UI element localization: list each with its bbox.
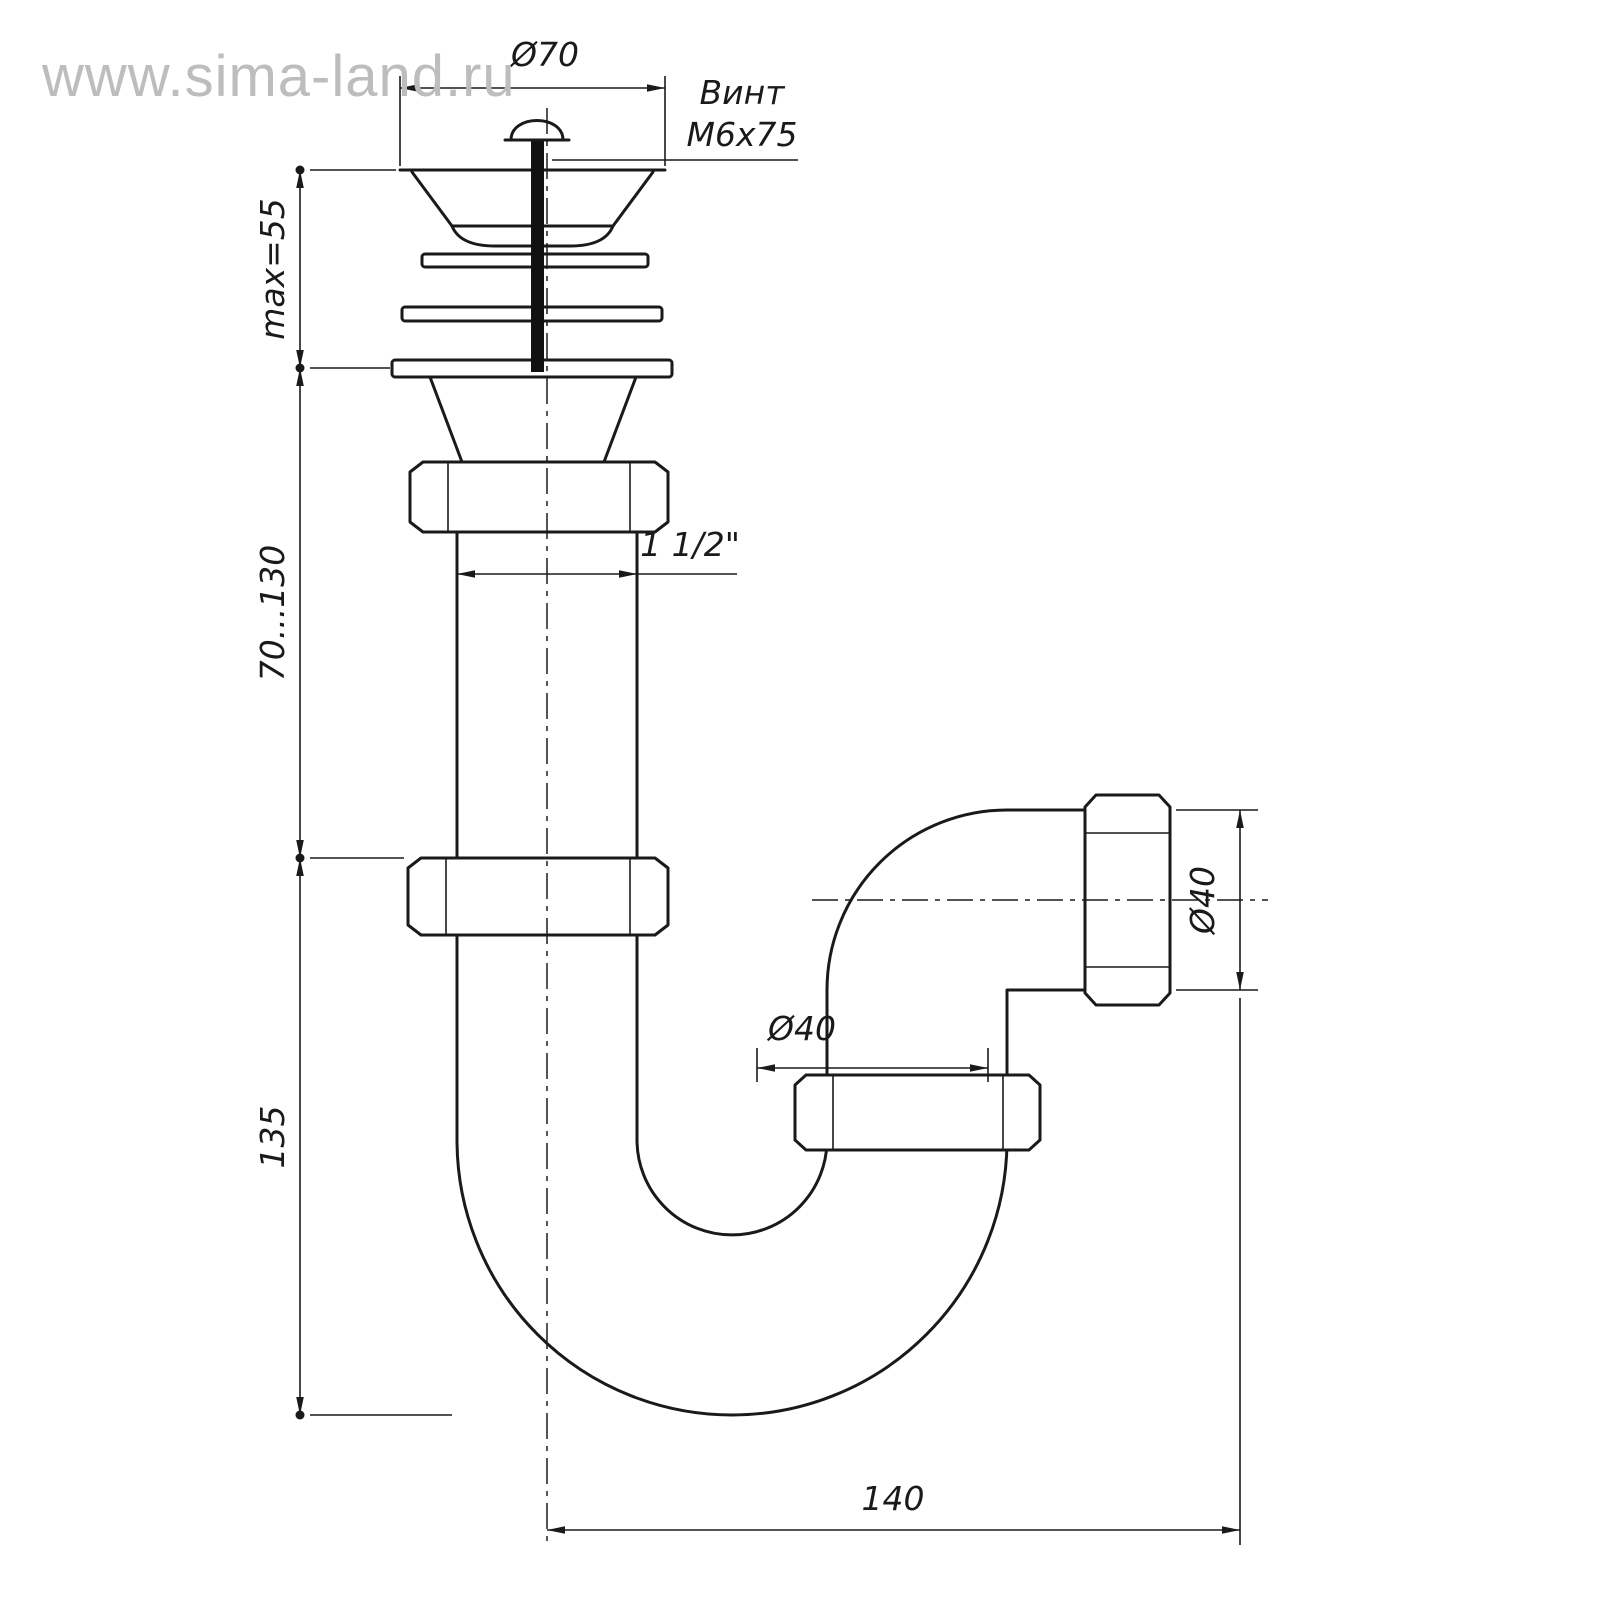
chain-dot [295,1410,305,1420]
screw-label-line2: М6х75 [687,115,798,154]
elbow-outer-edge [825,808,1087,1142]
dim-thread: 1 1/2" [457,525,740,578]
dim-outlet-diameter: Ø40 [1176,809,1258,991]
nut-body [793,1073,1042,1152]
body-left-slant [428,375,464,464]
nut-body [406,856,670,937]
dim-bottom-width-label: 140 [862,1479,925,1518]
screw-dome-head [509,119,565,142]
body-right-slant [602,375,638,464]
dim-top-diameter-label: Ø70 [509,35,579,74]
dim-left-chain: max=55 70...130 135 [253,165,452,1420]
watermark-text: www.sima-land.ru [41,44,516,109]
centerlines [546,108,1268,1545]
cup-left-slant [410,170,454,228]
upper-coupling-nut [408,460,670,534]
dim-trap-diameter: Ø40 [756,1009,989,1082]
trap-outlet-nut [793,1073,1042,1152]
tailpipe [455,530,639,860]
nut-body [408,460,670,534]
chain-dot [295,853,305,863]
dim-trap-diameter-label: Ø40 [766,1009,836,1048]
screw-callout: Винт М6х75 [552,73,798,161]
cup-right-slant [611,170,655,228]
drain-body [428,375,638,464]
u-bend-inner-arc [635,1138,829,1237]
dim-adjust-range-label: 70...130 [253,545,292,681]
lower-coupling-nut [406,856,670,937]
screw-label-line1: Винт [700,73,787,112]
chain-dot [295,363,305,373]
dim-outlet-diameter-label: Ø40 [1183,866,1222,936]
u-bend-outer-arc [455,1138,1009,1417]
u-bend [455,1138,1009,1417]
dim-thread-label: 1 1/2" [640,525,740,564]
dim-top-diameter: Ø70 [399,35,666,166]
trap-inlet-pipe [455,933,639,1142]
dim-bottom-width: 140 [547,998,1241,1545]
dim-max-clamp-label: max=55 [253,198,292,340]
dim-height-135-label: 135 [253,1106,292,1169]
fixing-screw [503,119,571,372]
screw-shaft [531,138,544,372]
chain-dot [295,165,305,175]
